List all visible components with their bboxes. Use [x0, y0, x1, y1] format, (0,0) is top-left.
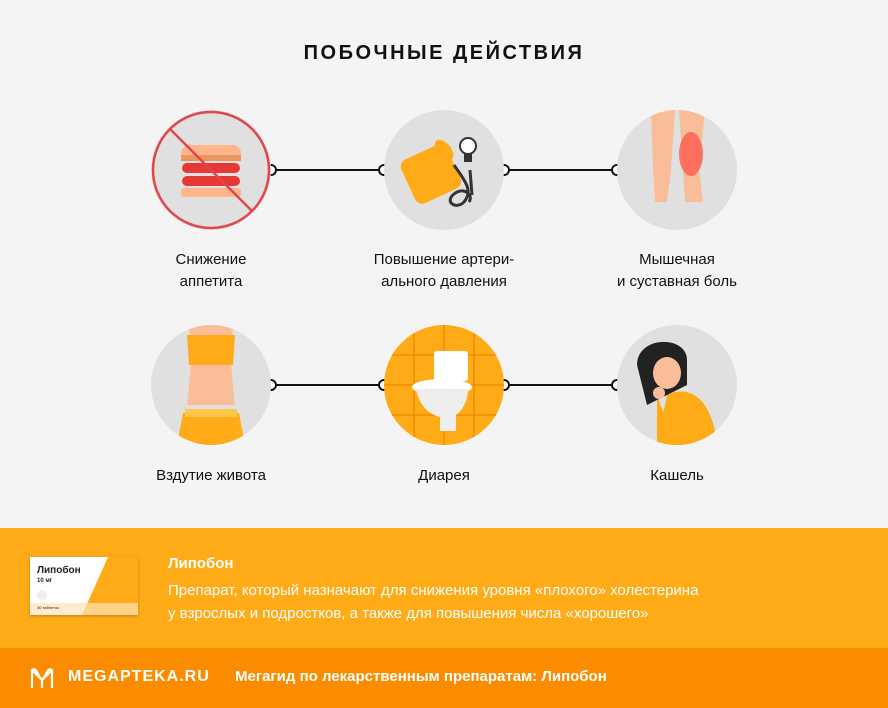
- page-title: ПОБОЧНЫЕ ДЕЙСТВИЯ: [303, 42, 585, 64]
- connector-line: [276, 169, 384, 171]
- no-burger-icon: [151, 110, 271, 230]
- connector-line: [509, 384, 617, 386]
- box-name: Липобон: [37, 565, 81, 576]
- effect-label: Кашель: [557, 465, 797, 487]
- toilet-icon: [384, 325, 504, 445]
- label-line: Диарея: [418, 467, 470, 484]
- footer-caption: Мегагид по лекарственным препаратам: Лип…: [235, 668, 607, 685]
- label-line: Мышечная: [639, 251, 715, 268]
- description-line: Препарат, который назначают для снижения…: [168, 582, 699, 599]
- effect-label: Вздутие живота: [91, 465, 331, 487]
- label-line: и суставная боль: [617, 273, 737, 290]
- box-dose: 10 мг: [37, 578, 53, 584]
- coughing-person-icon: [617, 325, 737, 445]
- bloated-belly-icon: [151, 325, 271, 445]
- effect-label: Снижение аппетита: [91, 249, 331, 293]
- connector-line: [509, 169, 617, 171]
- drug-info-band: [0, 528, 888, 648]
- description-line: у взрослых и подростков, а также для пов…: [168, 605, 649, 622]
- label-line: аппетита: [179, 273, 243, 290]
- label-line: Вздутие живота: [156, 467, 266, 484]
- megapteka-logo-icon: [30, 668, 54, 688]
- drug-box-image: Липобон 10 мг 30 таблеток: [30, 557, 138, 615]
- label-line: Снижение: [175, 251, 247, 268]
- footer: [0, 648, 888, 708]
- effect-label: Мышечная и суставная боль: [557, 249, 797, 293]
- effect-label: Диарея: [324, 465, 564, 487]
- label-line: Кашель: [650, 467, 704, 484]
- blood-pressure-monitor-icon: [384, 110, 504, 230]
- drug-name: Липобон: [168, 555, 234, 572]
- connector-line: [276, 384, 384, 386]
- drug-description: Препарат, который назначают для снижения…: [168, 579, 848, 625]
- effect-label: Повышение артери-ального давления: [324, 249, 564, 293]
- leg-pain-icon: [617, 110, 737, 230]
- label-line: ального давления: [381, 273, 507, 290]
- site-logo-text[interactable]: MEGAPTEKA.RU: [68, 668, 210, 685]
- label-line: Повышение артери-: [373, 251, 515, 268]
- box-count: 30 таблеток: [37, 605, 59, 610]
